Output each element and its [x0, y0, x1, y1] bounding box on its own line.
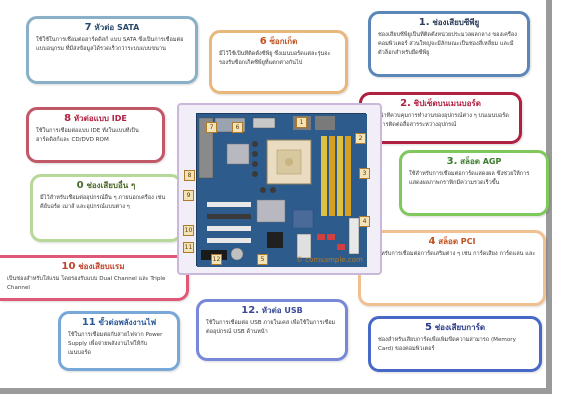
power-body: ใช้ในการเชื่อมต่อกับสายไฟจาก Power Suppl…	[68, 332, 163, 356]
socket-card: 6 ซ็อกเก็ต มีไว้ใช้เป็นที่ติดตั้งซีพียู …	[209, 30, 348, 94]
other-slot-title-text: ช่องเสียบอื่น ๆ	[86, 181, 136, 190]
agp-title: 3. สล็อต AGP	[409, 156, 539, 168]
marker-3: 3	[359, 168, 370, 179]
pci-title: 4 สล็อต PCI	[368, 236, 536, 248]
memory-card-slot-title-text: ช่องเสียบการ์ด	[434, 323, 486, 332]
chipset-body: ทำหน้าที่ควบคุมการทำงานของอุปกรณ์ต่าง ๆ …	[369, 113, 509, 128]
other-slot-body: มีไว้สำหรับเชื่อมต่ออุปกรณ์อื่น ๆ ภายนอก…	[40, 195, 166, 210]
ide-body: ใช้ในการเชื่อมต่อแบบ IDE ทั้งในแบบที่เป็…	[36, 128, 139, 143]
pci-body: ใช้สำหรับการเชื่อมต่อการ์ดเสริมต่าง ๆ เช…	[368, 251, 536, 266]
sata-card: 7 หัวต่อ SATA ใช้ใช้ในการเชื่อมต่อฮาร์ดด…	[26, 16, 198, 84]
memory-card-slot-card: 5 ช่องเสียบการ์ด ช่องสำหรับเสียบการ์ดเพื…	[368, 316, 542, 372]
ide-title-text: หัวต่อแบบ IDE	[73, 114, 127, 123]
marker-12: 12	[211, 254, 222, 265]
marker-4: 4	[359, 216, 370, 227]
diagram-page: 7 หัวต่อ SATA ใช้ใช้ในการเชื่อมต่อฮาร์ดด…	[0, 0, 552, 394]
other-slot-card: 0 ช่องเสียบอื่น ๆ มีไว้สำหรับเชื่อมต่ออุ…	[30, 174, 182, 242]
power-number: 11	[81, 317, 96, 328]
cpu-slot-number: 1.	[418, 17, 430, 28]
ide-card: 8 หัวต่อแบบ IDE ใช้ในการเชื่อมต่อแบบ IDE…	[26, 107, 165, 163]
cpu-slot-title-text: ช่องเสียบซีพียู	[432, 18, 480, 27]
socket-title: 6 ซ็อกเก็ต	[219, 36, 338, 48]
usb-body: ใช้ในการเชื่อมต่อ USB ภายในเคส เพื่อใช้ใ…	[206, 320, 336, 335]
watermark: © comsample.com	[296, 256, 363, 264]
agp-number: 3.	[446, 156, 458, 167]
cpu-slot-card: 1. ช่องเสียบซีพียู ช่องเสียบซีพียูเป็นที…	[368, 11, 530, 77]
marker-6: 6	[232, 122, 243, 133]
ram-body: เป็นช่องสำหรับใส่แรม โดยรองรับแบบ Dual C…	[7, 276, 166, 291]
socket-number: 6	[259, 36, 267, 47]
memory-card-slot-title: 5 ช่องเสียบการ์ด	[378, 322, 532, 334]
memory-card-slot-body: ช่องสำหรับเสียบการ์ดเพื่อเพิ่มขีดความสาม…	[378, 337, 516, 352]
marker-10: 10	[183, 225, 194, 236]
ram-card: 10 ช่องเสียบแรม เป็นช่องสำหรับใส่แรม โดย…	[0, 255, 189, 301]
memory-card-slot-number: 5	[424, 322, 432, 333]
pci-card: 4 สล็อต PCI ใช้สำหรับการเชื่อมต่อการ์ดเส…	[358, 230, 546, 306]
marker-7: 7	[206, 122, 217, 133]
sata-title: 7 หัวต่อ SATA	[36, 22, 188, 34]
ram-title: 10 ช่องเสียบแรม	[7, 261, 179, 273]
chipset-title-text: ชิปเซ็ตบนเมนบอร์ด	[413, 99, 481, 108]
socket-body: มีไว้ใช้เป็นที่ติดตั้งซีพียู ซึ่งเมนบอร์…	[219, 51, 331, 66]
cpu-slot-title: 1. ช่องเสียบซีพียู	[378, 17, 520, 29]
chipset-title: 2. ชิปเซ็ตบนเมนบอร์ด	[369, 98, 512, 110]
pci-number: 4	[428, 236, 436, 247]
power-title: 11 ขั้วต่อพลังงานไฟ	[68, 317, 170, 329]
other-slot-number: 0	[76, 180, 84, 191]
usb-number: 12.	[241, 305, 259, 316]
marker-1: 1	[296, 117, 307, 128]
ram-title-text: ช่องเสียบแรม	[78, 262, 125, 271]
chipset-number: 2.	[400, 98, 411, 109]
agp-card: 3. สล็อต AGP ใช้สำหรับการเชื่อมต่อการ์ดแ…	[399, 150, 549, 216]
sata-body: ใช้ใช้ในการเชื่อมต่อฮาร์ดดิสก์ แบบ SATA …	[36, 37, 184, 52]
usb-title: 12. หัวต่อ USB	[206, 305, 338, 317]
motherboard-image	[196, 113, 367, 267]
marker-5: 5	[257, 254, 268, 265]
marker-9: 9	[183, 190, 194, 201]
power-title-text: ขั้วต่อพลังงานไฟ	[98, 318, 157, 327]
power-card: 11 ขั้วต่อพลังงานไฟ ใช้ในการเชื่อมต่อกับ…	[58, 311, 180, 371]
ide-title: 8 หัวต่อแบบ IDE	[36, 113, 155, 125]
ram-number: 10	[61, 261, 76, 272]
sata-title-text: หัวต่อ SATA	[94, 23, 140, 32]
cpu-slot-body: ช่องเสียบซีพียูเป็นที่ติดตั้งหน่วยประมวล…	[378, 32, 517, 56]
motherboard-drawing	[197, 114, 367, 267]
marker-11: 11	[183, 242, 194, 253]
ide-number: 8	[64, 113, 72, 124]
usb-card: 12. หัวต่อ USB ใช้ในการเชื่อมต่อ USB ภาย…	[196, 299, 348, 361]
marker-2: 2	[355, 133, 366, 144]
agp-title-text: สล็อต AGP	[460, 157, 502, 166]
pci-title-text: สล็อต PCI	[438, 237, 476, 246]
usb-title-text: หัวต่อ USB	[261, 306, 303, 315]
chipset-card: 2. ชิปเซ็ตบนเมนบอร์ด ทำหน้าที่ควบคุมการท…	[359, 92, 522, 144]
other-slot-title: 0 ช่องเสียบอื่น ๆ	[40, 180, 172, 192]
marker-8: 8	[184, 170, 195, 181]
agp-body: ใช้สำหรับการเชื่อมต่อการ์ดแสดงผล ซึ่งช่ว…	[409, 171, 530, 186]
socket-title-text: ซ็อกเก็ต	[269, 37, 298, 46]
sata-number: 7	[84, 22, 92, 33]
